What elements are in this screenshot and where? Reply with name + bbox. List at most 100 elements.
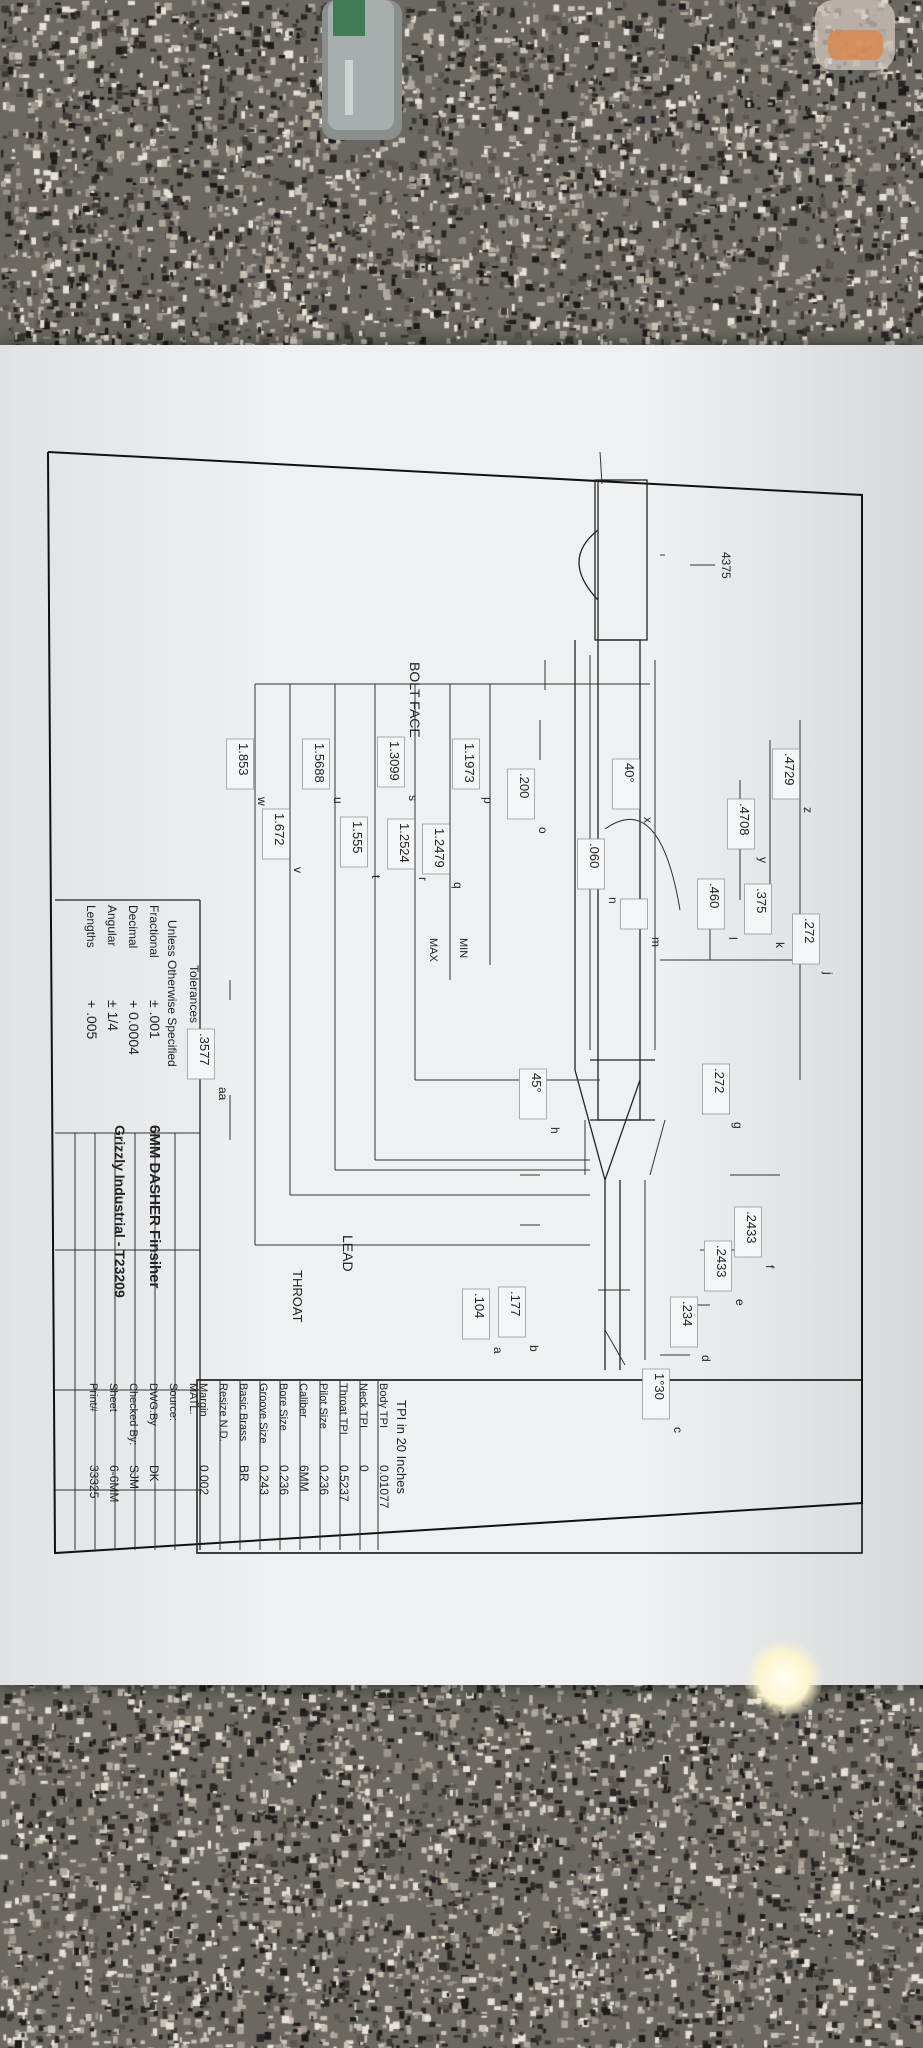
dimension-value: 1.2524 xyxy=(397,823,412,863)
dimension-value: 1.853 xyxy=(236,743,251,776)
dimension-box xyxy=(187,1028,215,1080)
dimension-box xyxy=(734,1206,762,1258)
dimension-box xyxy=(262,808,290,860)
dimension-box xyxy=(702,1063,730,1115)
tolerance-value: + .005 xyxy=(84,1000,100,1040)
dimension-value: .272 xyxy=(712,1068,727,1093)
paper-sheet xyxy=(0,345,923,1685)
light-reflection xyxy=(745,1640,823,1718)
dimension-box xyxy=(519,1068,547,1120)
dimension-letter: p xyxy=(481,797,495,804)
dimension-value: 45° xyxy=(529,1073,544,1093)
dimension-letter: w xyxy=(255,796,269,806)
dimension-k: .375 k xyxy=(744,883,787,949)
dimension-value: .200 xyxy=(517,773,532,798)
tolerance-label: Decimal xyxy=(126,905,140,948)
bolt-face-label: BOLT FACE xyxy=(407,662,423,738)
dimension-box xyxy=(302,738,330,790)
spec-value: 0.236 xyxy=(317,1465,331,1495)
dimension-box xyxy=(577,838,605,890)
title-field-label: DWG.By xyxy=(147,1383,159,1426)
dimension-box xyxy=(620,898,648,930)
spec-label: Resize N.D. xyxy=(217,1383,229,1442)
bottle-object xyxy=(322,0,402,140)
dimension-box xyxy=(422,823,450,875)
dimension-value: .4708 xyxy=(737,803,752,836)
dimension-o: .200 o xyxy=(507,768,550,834)
dimension-box xyxy=(744,883,772,935)
dimension-letter: k xyxy=(773,942,787,949)
dimension-letter: a xyxy=(491,1347,505,1354)
dimension-value: .2433 xyxy=(744,1211,759,1244)
dimension-box xyxy=(727,798,755,850)
dimension-box xyxy=(704,1240,732,1292)
title-field-value: 6-6MM xyxy=(107,1465,121,1502)
dimension-letter: y xyxy=(756,857,770,863)
dimension-value: .234 xyxy=(680,1301,695,1326)
dimension-box xyxy=(387,818,415,870)
spec-label: Caliber xyxy=(297,1383,309,1418)
annotation-bolt-face: BOLT FACE xyxy=(407,662,423,738)
dimension-letter: u xyxy=(331,797,345,804)
title-block-grid xyxy=(55,899,863,1554)
dimension-letter: z xyxy=(801,807,815,813)
dimension-value: 1.672 xyxy=(272,813,287,846)
dimension-w: 1.853 w xyxy=(226,738,269,806)
dimension-l: .460 l xyxy=(697,878,740,940)
dimension-value: .460 xyxy=(707,883,722,908)
title-block: 6MM DASHER Finsiher Grizzly Industrial -… xyxy=(87,1125,199,1502)
spec-value: 0.01077 xyxy=(377,1465,391,1509)
spec-label: Pilot Size xyxy=(317,1383,329,1429)
lead-label: LEAD xyxy=(340,1235,356,1272)
dimension-letter: o xyxy=(536,827,550,834)
reamer-outline xyxy=(574,479,681,1370)
tolerance-value: ± .001 xyxy=(147,1000,163,1039)
dimension-value: .2433 xyxy=(714,1245,729,1278)
tolerances-block: Tolerances Unless Otherwise Specified Fr… xyxy=(84,905,201,1067)
tolerance-value: ± 1/4 xyxy=(105,1000,121,1031)
min-qualifier: MIN xyxy=(457,938,469,958)
title-field-label: Checked By: xyxy=(127,1383,139,1445)
dimension-box xyxy=(792,913,820,965)
dimension-value: 1.2479 xyxy=(432,828,447,868)
dimension-p: 1.1973 p xyxy=(452,738,495,804)
dimension-letter: j xyxy=(821,971,835,975)
dimension-letter: f xyxy=(763,1265,777,1269)
dimension-letter: aa xyxy=(216,1087,230,1101)
dimension-value: 1.5688 xyxy=(312,743,327,783)
dimension-letter: m xyxy=(649,937,663,947)
dimension-letter: n xyxy=(606,897,620,904)
dimension-x: 40° x xyxy=(612,758,655,823)
dimension-letter: l xyxy=(726,937,740,940)
dimension-letter: d xyxy=(699,1355,713,1362)
title-field-value: SJM xyxy=(127,1465,141,1489)
drawing-company: Grizzly Industrial - T23209 xyxy=(112,1125,128,1298)
dimension-value: 40° xyxy=(622,763,637,783)
spec-label: Throat TPI xyxy=(337,1383,349,1435)
dimension-value: .177 xyxy=(508,1291,523,1316)
dimension-value: .3577 xyxy=(197,1033,212,1066)
dimension-box xyxy=(697,878,725,930)
tolerance-label: Fractional xyxy=(147,905,161,958)
dimension-value: 1.1973 xyxy=(462,743,477,783)
jar-object xyxy=(815,0,895,70)
spec-label: Bore Size xyxy=(277,1383,289,1431)
tolerance-label: Angular xyxy=(105,905,119,946)
title-field-value: 33325 xyxy=(87,1465,101,1499)
spec-label: Margin xyxy=(197,1383,209,1417)
dimension-value: .375 xyxy=(754,888,769,913)
dimension-lines xyxy=(229,554,801,1356)
max-qualifier: MAX xyxy=(427,938,439,963)
dimension-box xyxy=(340,816,368,868)
spec-value: 0.243 xyxy=(257,1465,271,1495)
dimension-letter: x xyxy=(641,817,655,823)
